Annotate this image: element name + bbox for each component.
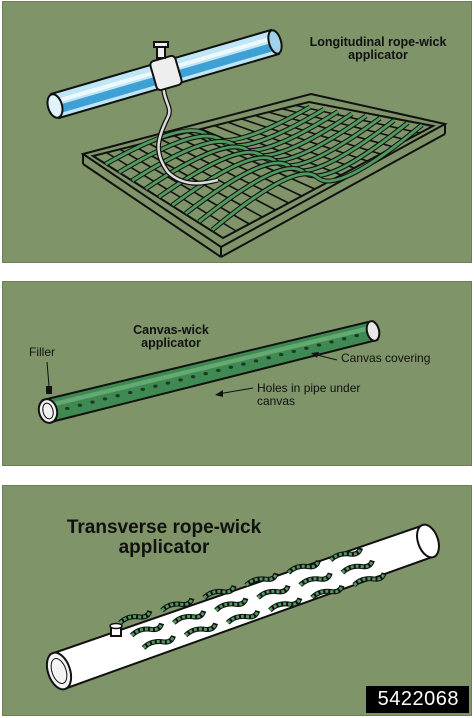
pipe-hole [102,397,108,401]
transverse-rope-wick [130,622,164,637]
holes-label: Holes in pipe under canvas [257,381,361,409]
transverse-rope-wick [299,572,332,587]
pipe-hole [165,381,171,385]
transverse-rope-wick [287,560,320,574]
canvas-covering-label: Canvas covering [341,351,431,365]
pipe-hole [178,378,183,382]
panel-title: Transverse rope-wick applicator [66,517,262,558]
filler-label: Filler [29,345,55,359]
pipe-hole [65,406,70,411]
canvas-pipe [37,320,381,424]
pipe-hole [228,365,234,369]
filler-cap [46,386,52,394]
transverse-rope-wick [310,585,344,599]
holes-leader [217,387,254,395]
transverse-rope-wick [142,635,175,650]
transverse-applicator-drawing [45,523,440,691]
pipe-hole [341,337,347,341]
pipe-hole [115,394,120,398]
transverse-rope-wick [214,597,248,612]
panel-title: Longitudinal rope-wick applicator [309,35,447,63]
pipe-hole [329,340,334,344]
grid-bar [308,101,434,127]
transverse-rope-wick [245,572,278,587]
image-id-badge: 5422068 [365,686,469,713]
pipe-hole [241,362,246,366]
rope-wick [211,123,423,232]
pipe-hole [153,384,158,388]
transverse-rope-wick [118,610,152,625]
panel-canvas-wick: Canvas-wick applicator Filler Canvas cov… [2,281,472,466]
transverse-rope-wick [203,585,236,599]
transverse-rope-wick [160,597,194,612]
panel-transverse: Transverse rope-wick applicator 5422068 [2,485,472,716]
pipe-hole [203,371,208,376]
pipe-hole [77,403,83,407]
blue-pipe [46,28,283,120]
pipe-hole [190,375,196,379]
panel-title: Canvas-wick applicator [133,323,209,351]
pipe-hole [316,343,322,347]
transverse-rope-wick [257,585,290,599]
pipe-holes [65,333,359,411]
pipe-hole [291,349,296,354]
longitudinal-applicator-drawing [46,28,448,258]
transverse-rope-wick [341,560,374,574]
transverse-rope-wick [329,547,363,562]
pipe-hole [304,346,309,350]
pipe-hole [216,368,221,373]
pipe-hole [266,356,271,360]
pipe-hole [354,333,359,338]
panel-longitudinal: Longitudinal rope-wick applicator [2,1,472,263]
transverse-rope-wick [268,597,302,612]
grid-bar [92,155,224,239]
transverse-rope-wick [184,622,218,637]
transverse-rope-wick [353,572,386,587]
transverse-rope-wick [226,610,260,624]
pipe-hole [253,359,259,363]
transverse-rope-wick [172,610,206,624]
transverse-rope-wicks [118,547,387,650]
pipe-hole [279,352,284,357]
canvas-wick-drawing [37,320,381,424]
filler-leader [46,361,50,387]
pipe-hole [128,390,133,395]
pipe-hole [90,400,95,404]
rope-wicks [104,104,424,232]
pipe-hole [140,387,145,392]
